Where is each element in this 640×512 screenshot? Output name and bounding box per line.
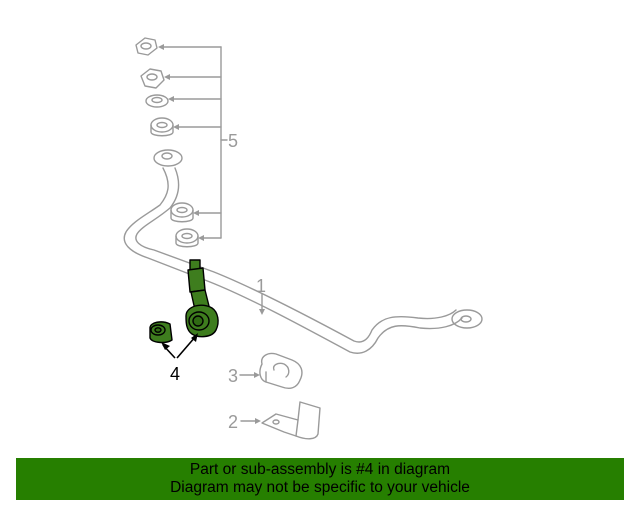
hardware-nut-2 — [140, 68, 165, 89]
callout-3-label: 3 — [228, 366, 238, 386]
stabilizer-bar — [123, 149, 483, 354]
callout-4-arrowheads — [161, 333, 198, 350]
hardware-nut-1 — [135, 37, 158, 56]
link-bushing — [149, 321, 173, 344]
stabilizer-bushing — [259, 352, 303, 389]
callout-1-arrowhead — [259, 309, 265, 315]
hardware-bushing-2 — [170, 202, 194, 223]
bushing-bracket — [261, 401, 321, 440]
hardware-washer-1 — [145, 94, 169, 108]
callout-5-arrowheads — [158, 44, 204, 241]
banner-line-disclaimer: Diagram may not be specific to your vehi… — [170, 479, 470, 496]
callout-1-label: 1 — [256, 276, 266, 296]
callout-2-label: 2 — [228, 412, 238, 432]
hardware-bushing-1 — [150, 117, 174, 137]
stabilizer-link — [185, 259, 219, 338]
callout-2-arrowhead — [255, 418, 261, 424]
disclaimer-banner: Part or sub-assembly is #4 in diagram Di… — [16, 458, 624, 500]
banner-line-part: Part or sub-assembly is #4 in diagram — [189, 461, 451, 478]
callout-5-label: 5 — [228, 131, 238, 151]
callout-5-bracket — [160, 46, 228, 239]
hardware-bushing-3 — [175, 228, 199, 248]
callout-4-label: 4 — [170, 364, 180, 384]
callout-3-arrowhead — [254, 372, 260, 378]
